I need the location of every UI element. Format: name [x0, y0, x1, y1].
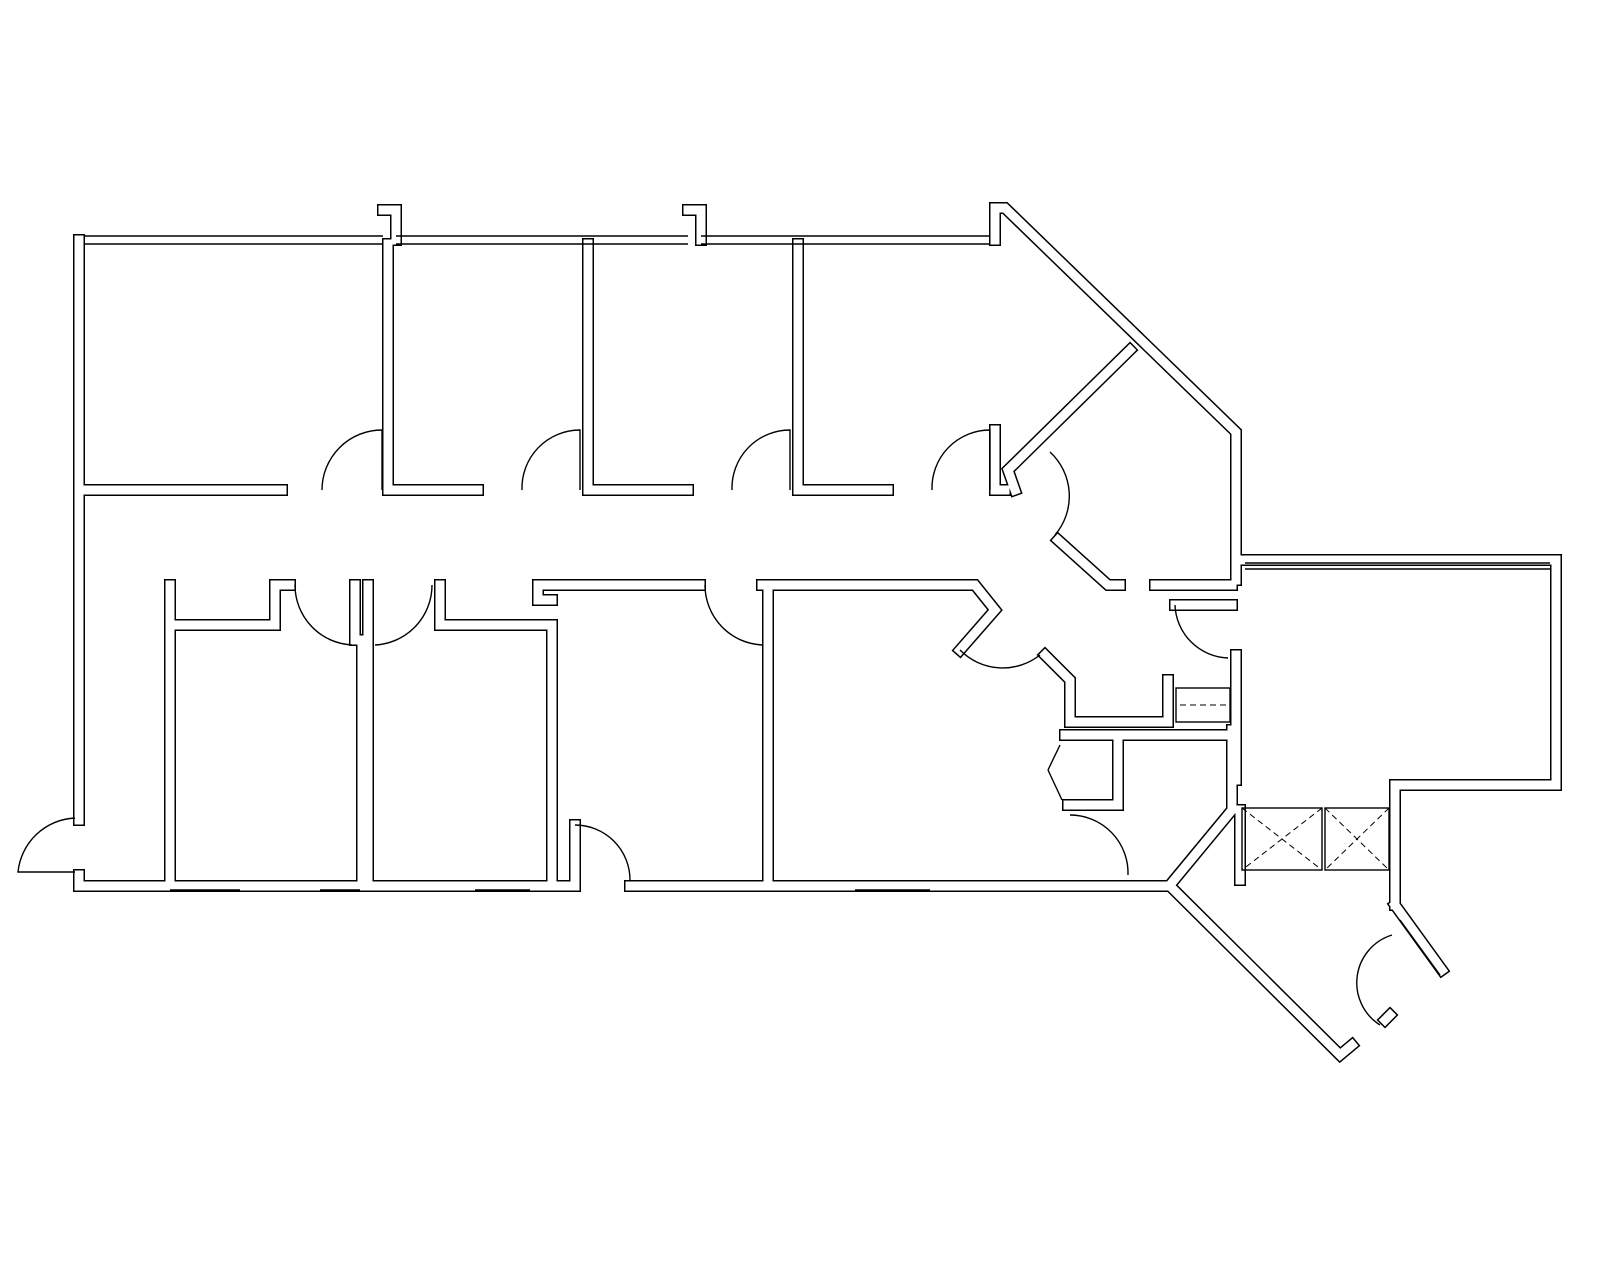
wall — [73, 819, 581, 892]
walls — [73, 202, 1562, 1064]
door-swing — [321, 429, 383, 491]
wall-fill — [1051, 533, 1125, 590]
wall-fill — [1388, 898, 1449, 977]
wall-fill — [533, 580, 557, 605]
wall-fill — [990, 425, 1010, 495]
wall-fill — [1235, 555, 1561, 910]
door-swing — [704, 584, 763, 646]
shaft-x — [1241, 807, 1323, 871]
door-swing — [1047, 744, 1061, 771]
shaft-box — [1241, 807, 1323, 871]
wall-fill — [1063, 730, 1123, 810]
door-swing — [1174, 604, 1229, 659]
shaft-x — [1324, 807, 1390, 871]
door-swing — [1069, 814, 1129, 876]
closet — [1175, 687, 1231, 723]
wall-fill — [1378, 1008, 1397, 1027]
wall-fill — [1163, 725, 1237, 892]
doors — [17, 429, 1441, 1026]
door-swing — [17, 817, 76, 873]
door-swing — [374, 584, 433, 646]
wall-fill — [165, 580, 295, 630]
wall — [1062, 729, 1124, 811]
shaft-box — [1324, 807, 1390, 871]
wall — [624, 880, 1361, 1064]
wall-fill — [435, 580, 557, 890]
door-swing — [959, 649, 1041, 669]
wall — [434, 579, 558, 891]
wall — [756, 579, 1003, 659]
wall-fill — [74, 820, 580, 891]
door-swing — [1049, 451, 1071, 536]
door-swing — [1047, 769, 1063, 801]
windows — [85, 235, 1550, 891]
door-swing — [294, 584, 353, 646]
door-swing — [521, 429, 581, 491]
wall-fill — [1002, 343, 1137, 496]
door-swing — [931, 429, 991, 491]
wall — [1161, 724, 1238, 894]
wall-fill — [757, 580, 1001, 657]
wall-fill — [625, 881, 1359, 1062]
wall-fill — [683, 205, 706, 245]
wall — [1036, 646, 1174, 728]
wall-fill — [1038, 648, 1173, 727]
door-swing — [574, 824, 631, 881]
wall-fill — [378, 205, 401, 245]
door-swing — [1356, 934, 1393, 1026]
wall-fill — [990, 203, 1241, 585]
fixtures — [1175, 687, 1390, 871]
door-swing — [731, 429, 791, 491]
door-swing — [1399, 919, 1441, 976]
